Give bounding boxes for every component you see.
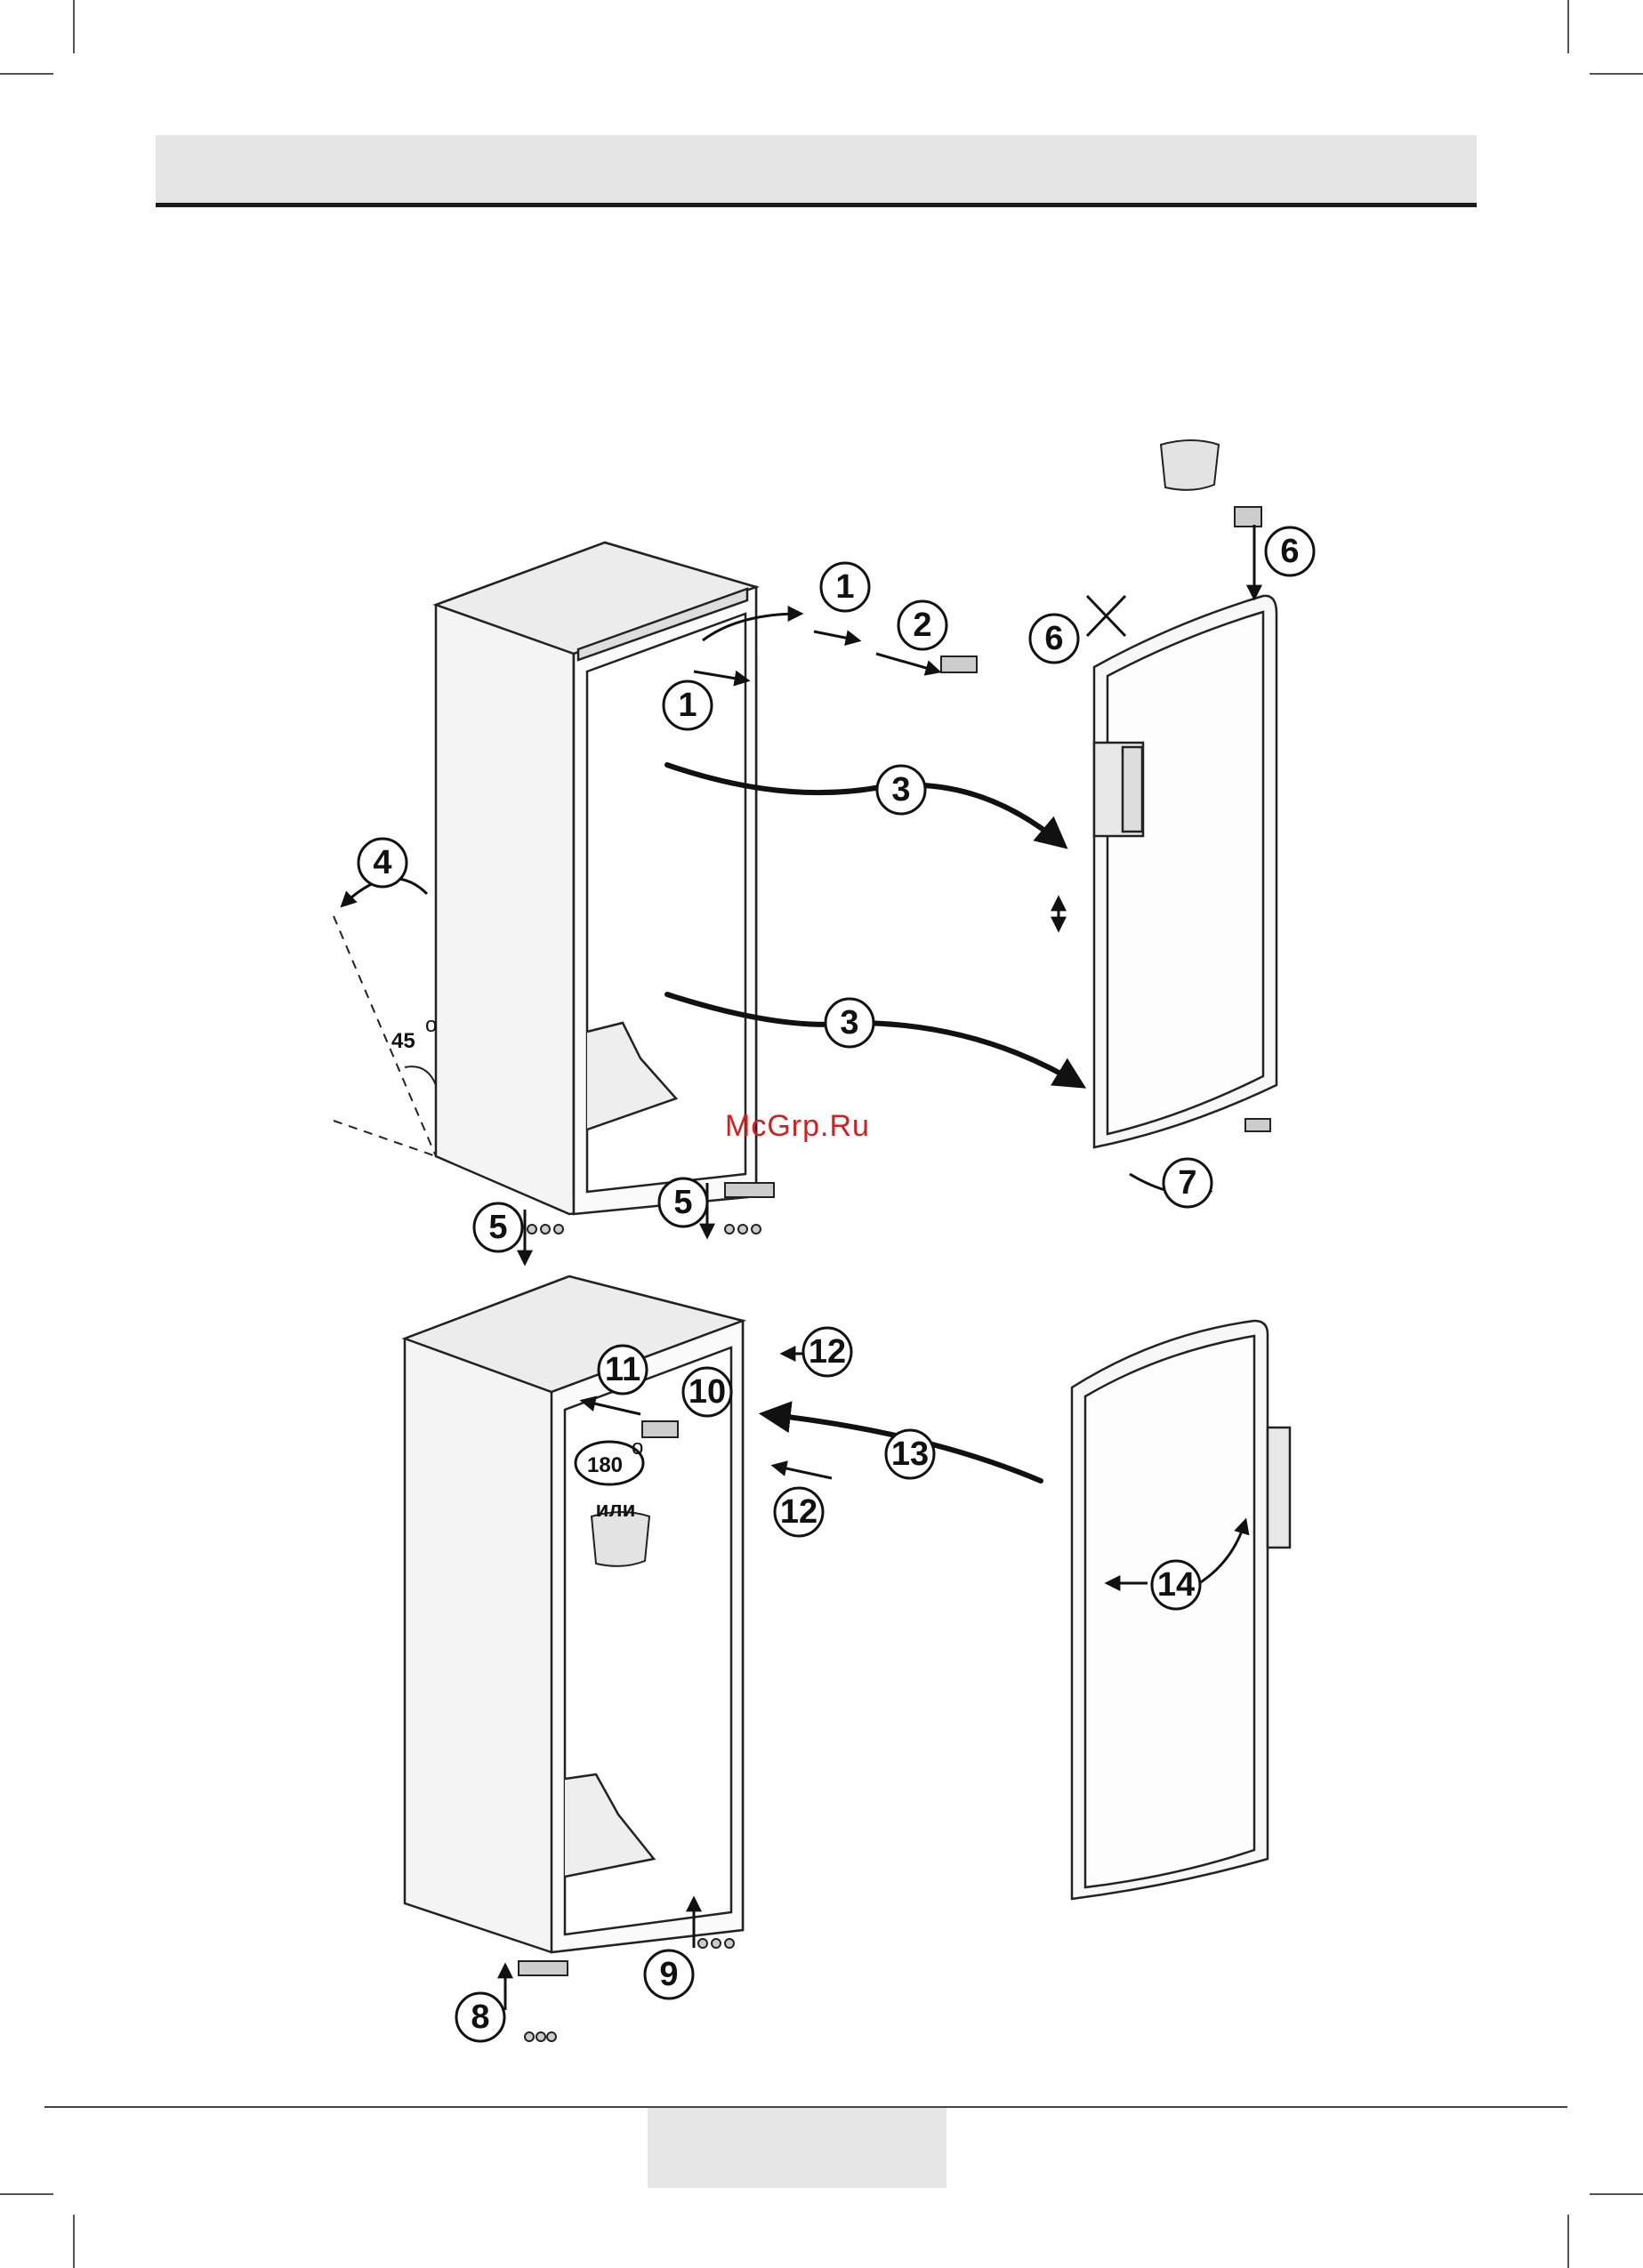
- tilt-indicator: [334, 916, 436, 1156]
- rotation-label: 180: [587, 1453, 623, 1477]
- step-label: 3: [891, 771, 910, 808]
- step-label: 4: [373, 844, 391, 881]
- step-label: 2: [913, 607, 931, 644]
- step-label: 11: [605, 1351, 640, 1388]
- or-label: или: [596, 1498, 636, 1522]
- fridge-door-bottom: [1072, 1321, 1290, 1899]
- step-label: 1: [835, 568, 854, 606]
- step-label: 9: [659, 1956, 678, 1993]
- angle-label: 45: [391, 1029, 415, 1053]
- step-label: 12: [780, 1493, 817, 1531]
- step-label: 6: [1044, 620, 1063, 657]
- degree-symbol: o: [425, 1013, 437, 1037]
- step-label: 5: [488, 1209, 507, 1246]
- step-label: 13: [891, 1436, 929, 1473]
- watermark: McGrp.Ru: [725, 1109, 870, 1144]
- step-label: 10: [689, 1373, 726, 1411]
- step-label: 5: [673, 1184, 692, 1221]
- step-label: 14: [1157, 1566, 1195, 1604]
- step-label: 8: [471, 1999, 489, 2036]
- degree-symbol: o: [632, 1436, 643, 1460]
- parts-bag-icon: [1161, 440, 1219, 490]
- step-label: 7: [1178, 1164, 1196, 1202]
- not-needed-icon: [1087, 596, 1125, 636]
- step-label: 3: [840, 1004, 858, 1042]
- fridge-door-top: [1094, 596, 1277, 1147]
- step-label: 12: [809, 1333, 846, 1371]
- fridge-cabinet-top: [436, 543, 756, 1214]
- step-label: 6: [1280, 533, 1299, 570]
- step-label: 1: [678, 687, 697, 724]
